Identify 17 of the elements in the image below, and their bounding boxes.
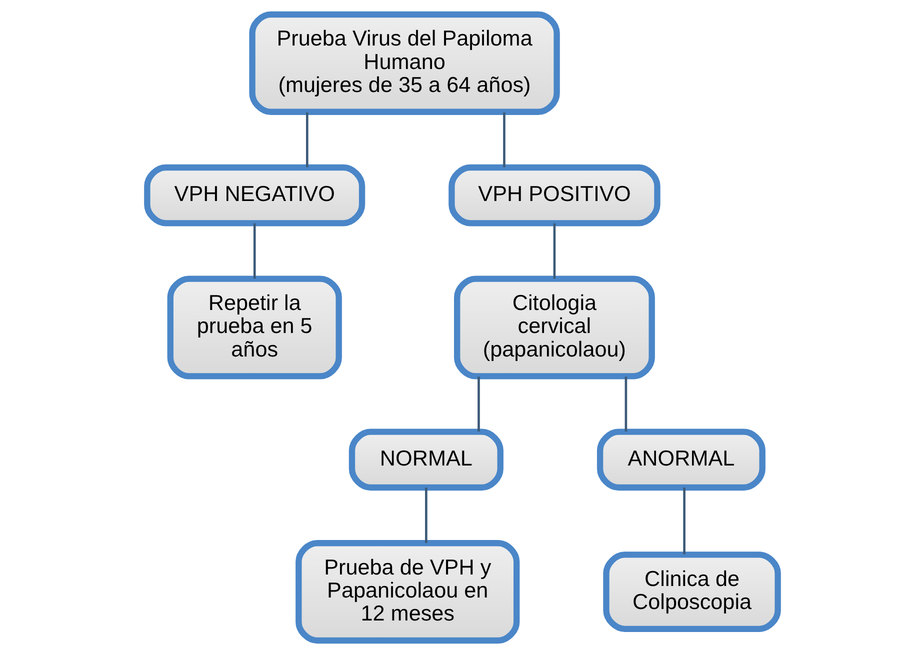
node-box: Repetir la prueba en 5 años xyxy=(166,276,342,380)
connector xyxy=(502,112,505,168)
node-box: Prueba Virus del Papiloma Humano (mujeres de 35 a 64 años) xyxy=(248,11,560,115)
node-box: Citologia cervical (papanicolaou) xyxy=(454,276,654,380)
connector xyxy=(306,112,308,168)
connector xyxy=(252,223,256,279)
connector xyxy=(624,376,627,432)
node-box: ANORMAL xyxy=(596,428,765,491)
connector xyxy=(424,488,427,543)
connector xyxy=(552,223,556,279)
node-box: Prueba de VPH y Papanicolaou en 12 meses xyxy=(295,540,520,644)
node-box: VPH POSITIVO xyxy=(448,164,660,226)
node-box: Clinica de Colposcopia xyxy=(602,552,780,632)
connector xyxy=(682,488,685,554)
node-box: VPH NEGATIVO xyxy=(144,164,365,226)
connector xyxy=(477,376,480,432)
node-box: NORMAL xyxy=(348,428,503,491)
